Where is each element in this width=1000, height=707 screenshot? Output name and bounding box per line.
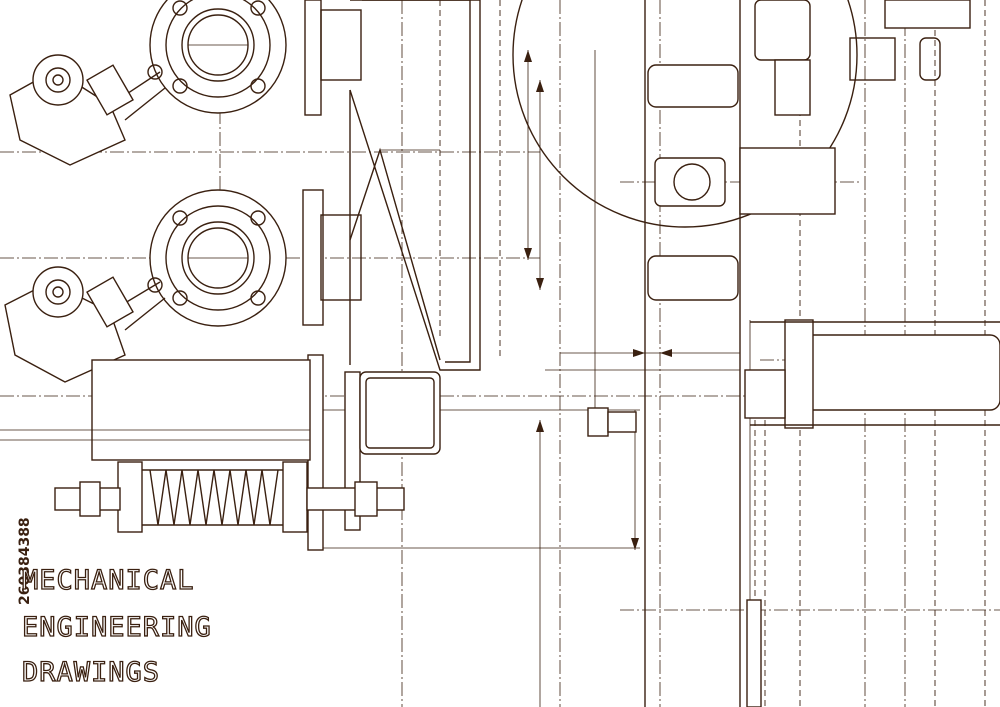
detail-circle: [512, 0, 858, 228]
upper-valve-flange: [147, 0, 287, 114]
upper-actuator: [9, 54, 166, 166]
spring-assembly: [54, 461, 405, 533]
lower-valve-flange: [147, 189, 287, 327]
title-line-mechanical: MECHANICAL: [21, 564, 195, 596]
lower-actuator: [4, 266, 166, 383]
hopper-body: [349, 0, 481, 371]
title-line-engineering: ENGINEERING: [21, 611, 212, 643]
title-line-drawings: DRAWINGS: [21, 656, 161, 688]
